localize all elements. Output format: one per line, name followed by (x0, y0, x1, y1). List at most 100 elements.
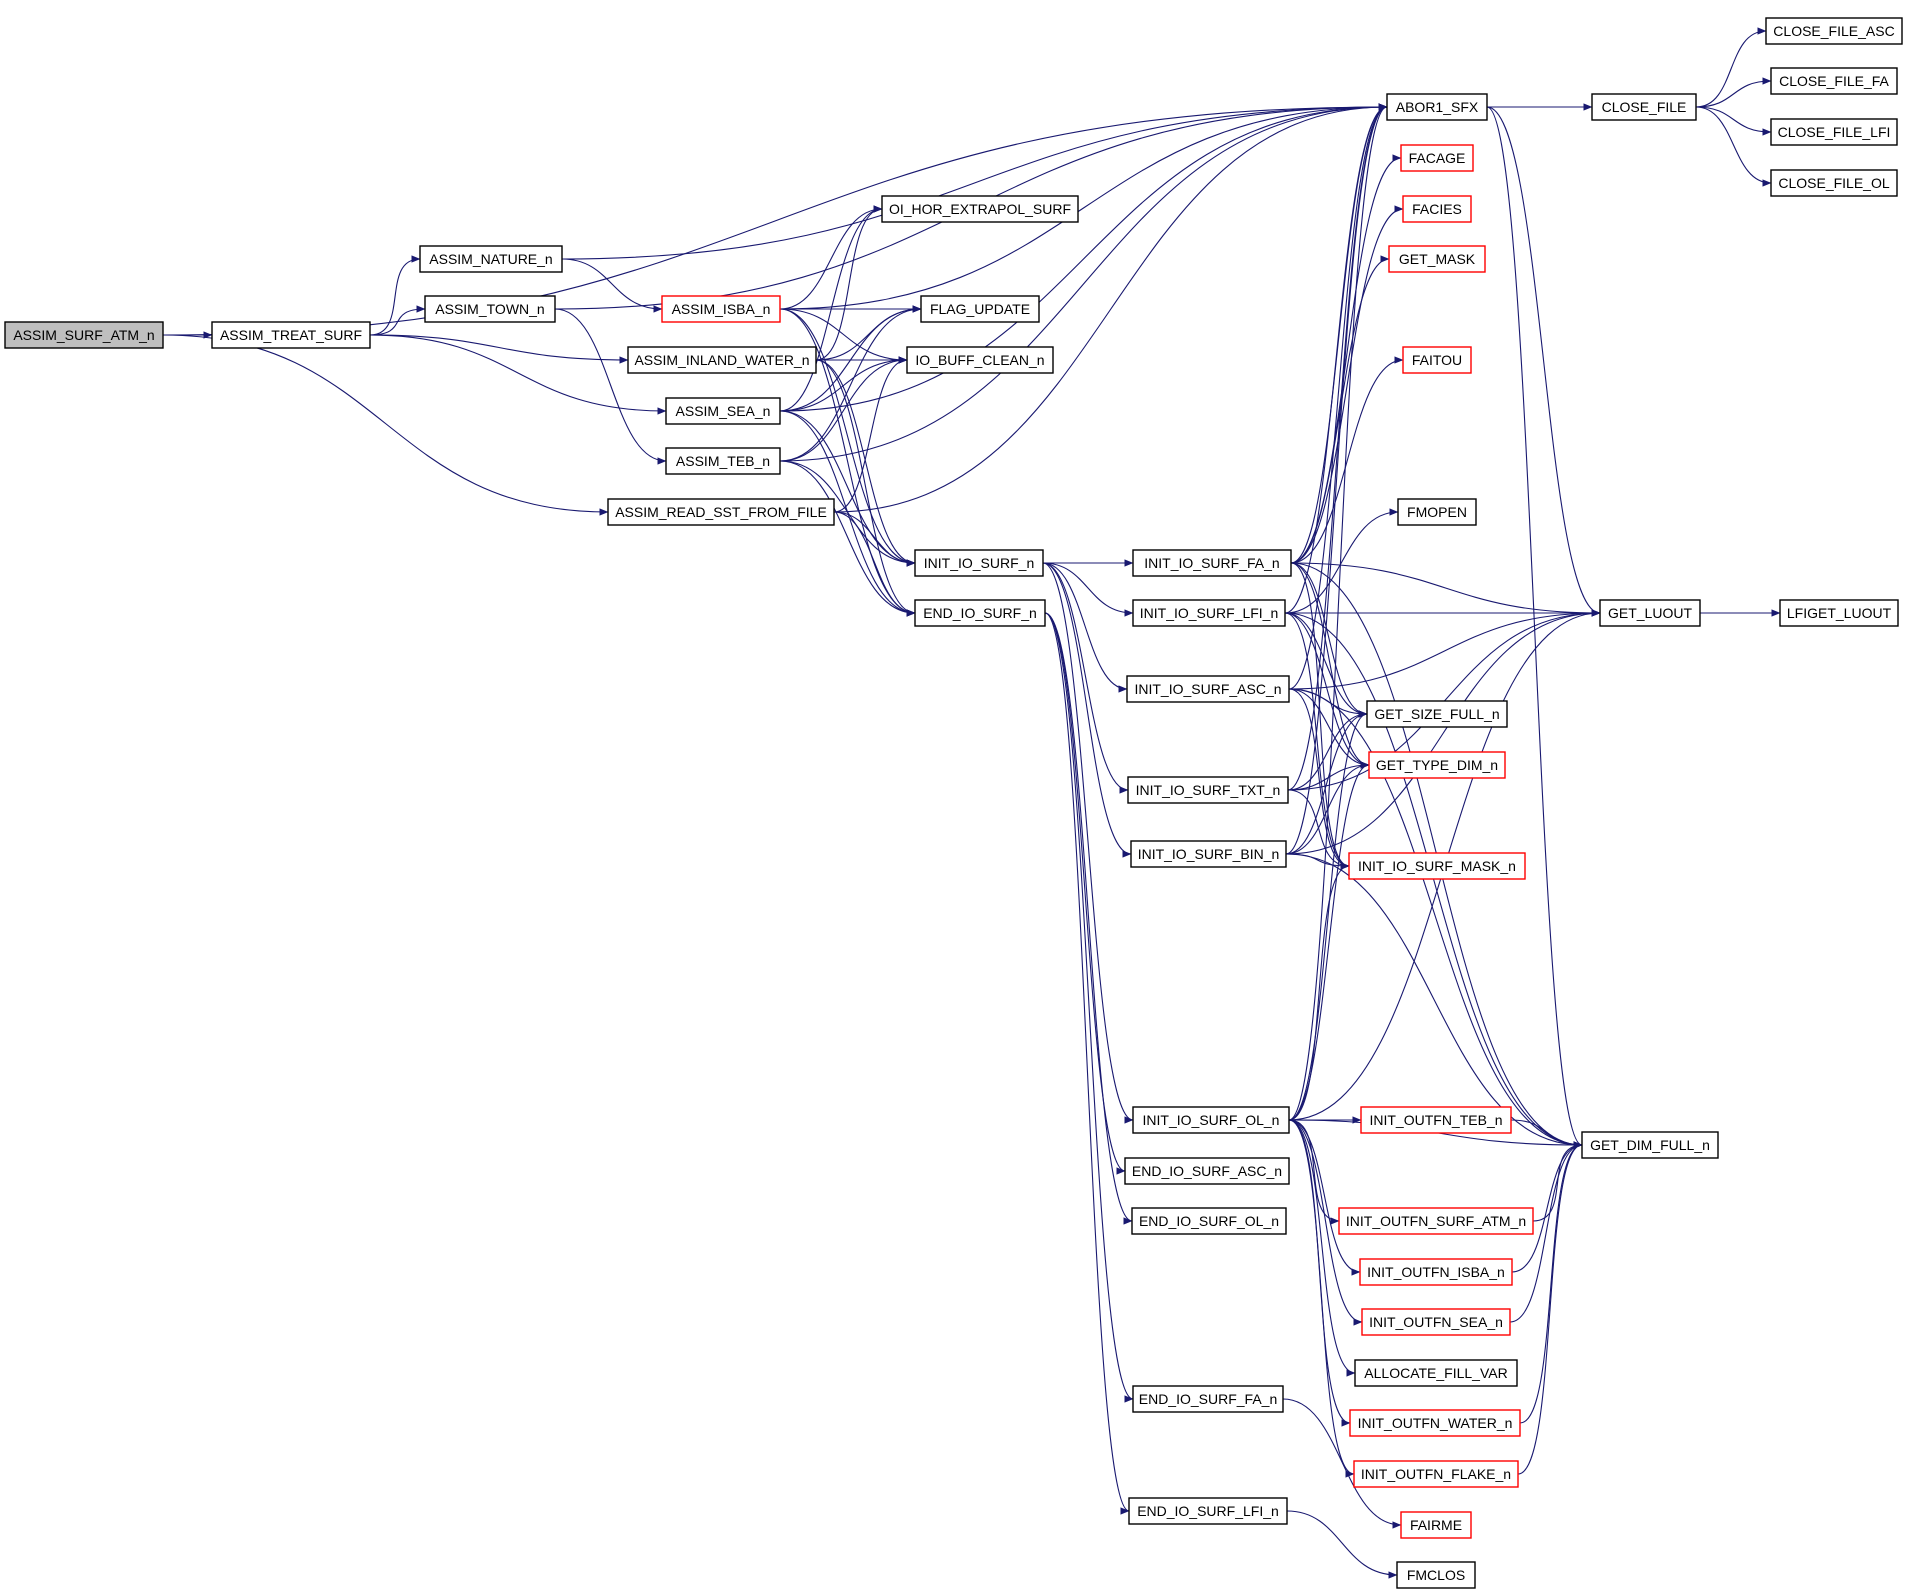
edge-assim-teb-to-abor1-sfx (779, 103, 1388, 462)
node-label: END_IO_SURF_n (923, 605, 1037, 621)
node-box (1361, 1308, 1511, 1336)
node-init-io-surf-ol[interactable]: INIT_IO_SURF_OL_n (1132, 1106, 1290, 1134)
node-box (1770, 67, 1898, 95)
node-get-luout[interactable]: GET_LUOUT (1599, 599, 1701, 627)
node-box (211, 321, 371, 349)
node-init-outfn-isba[interactable]: INIT_OUTFN_ISBA_n (1359, 1258, 1513, 1286)
node-label: ASSIM_TOWN_n (435, 301, 544, 317)
node-box (661, 295, 781, 323)
node-end-io-surf-lfi[interactable]: END_IO_SURF_LFI_n (1128, 1497, 1288, 1525)
node-assim-sea[interactable]: ASSIM_SEA_n (665, 397, 781, 425)
node-close-file-lfi[interactable]: CLOSE_FILE_LFI (1770, 118, 1898, 146)
node-close-file-ol[interactable]: CLOSE_FILE_OL (1770, 169, 1898, 197)
node-init-io-surf-asc[interactable]: INIT_IO_SURF_ASC_n (1126, 675, 1290, 703)
edge-init-io-surf-ol-to-init-outfn-surf-atm (1288, 1119, 1340, 1225)
edge-assim-inland-water-to-end-io-surf (815, 359, 916, 617)
node-faitou[interactable]: FAITOU (1402, 346, 1472, 374)
node-end-io-surf-fa[interactable]: END_IO_SURF_FA_n (1132, 1385, 1284, 1413)
node-facies[interactable]: FACIES (1402, 195, 1472, 223)
node-get-dim-full[interactable]: GET_DIM_FULL_n (1581, 1131, 1719, 1159)
edge-init-io-surf-bin-to-abor1-sfx (1285, 103, 1388, 855)
node-label: ASSIM_TEB_n (676, 453, 770, 469)
node-label: FAIRME (1410, 1517, 1462, 1533)
node-box (1770, 169, 1898, 197)
edge-assim-inland-water-to-flag-update (815, 305, 922, 361)
node-assim-inland-water[interactable]: ASSIM_INLAND_WATER_n (627, 346, 817, 374)
node-get-size-full[interactable]: GET_SIZE_FULL_n (1366, 700, 1508, 728)
edge-init-io-surf-txt-to-abor1-sfx (1287, 103, 1388, 791)
edge-init-outfn-surf-atm-to-get-dim-full (1532, 1141, 1583, 1222)
node-init-outfn-flake[interactable]: INIT_OUTFN_FLAKE_n (1353, 1460, 1519, 1488)
edge-init-outfn-teb-to-get-dim-full (1510, 1119, 1583, 1149)
edge-init-io-surf-lfi-to-init-io-surf-mask (1284, 612, 1350, 870)
node-get-type-dim[interactable]: GET_TYPE_DIM_n (1368, 751, 1506, 779)
edge-close-file-to-close-file-lfi (1695, 106, 1772, 136)
node-label: CLOSE_FILE_FA (1779, 73, 1889, 89)
node-box (1126, 675, 1290, 703)
node-init-io-surf[interactable]: INIT_IO_SURF_n (914, 549, 1044, 577)
node-assim-read-sst[interactable]: ASSIM_READ_SST_FROM_FILE (607, 498, 835, 526)
node-init-io-surf-txt[interactable]: INIT_IO_SURF_TXT_n (1127, 776, 1289, 804)
node-init-outfn-sea[interactable]: INIT_OUTFN_SEA_n (1361, 1308, 1511, 1336)
node-init-outfn-surf-atm[interactable]: INIT_OUTFN_SURF_ATM_n (1338, 1207, 1534, 1235)
node-label: END_IO_SURF_LFI_n (1137, 1503, 1279, 1519)
node-box (1599, 599, 1701, 627)
edge-init-io-surf-bin-to-get-size-full (1285, 710, 1368, 855)
edge-assim-teb-to-end-io-surf (779, 460, 916, 617)
node-label: IO_BUFF_CLEAN_n (915, 352, 1044, 368)
node-init-io-surf-fa[interactable]: INIT_IO_SURF_FA_n (1132, 549, 1292, 577)
node-close-file-asc[interactable]: CLOSE_FILE_ASC (1765, 17, 1903, 45)
node-get-mask[interactable]: GET_MASK (1388, 245, 1486, 273)
edge-assim-read-sst-to-abor1-sfx (833, 103, 1388, 513)
node-assim-teb[interactable]: ASSIM_TEB_n (665, 447, 781, 475)
node-fmopen[interactable]: FMOPEN (1397, 498, 1477, 526)
node-box (4, 321, 164, 349)
node-label: INIT_IO_SURF_n (924, 555, 1034, 571)
edge-assim-sea-to-flag-update (779, 305, 922, 412)
node-abor1-sfx[interactable]: ABOR1_SFX (1386, 93, 1488, 121)
node-label: LFIGET_LUOUT (1787, 605, 1892, 621)
node-init-io-surf-bin[interactable]: INIT_IO_SURF_BIN_n (1130, 840, 1287, 868)
edge-assim-sea-to-init-io-surf (779, 410, 916, 567)
node-assim-treat-surf[interactable]: ASSIM_TREAT_SURF (211, 321, 371, 349)
node-end-io-surf[interactable]: END_IO_SURF_n (914, 599, 1046, 627)
node-io-buff-clean[interactable]: IO_BUFF_CLEAN_n (906, 346, 1054, 374)
node-box (1132, 599, 1286, 627)
node-assim-surf-atm[interactable]: ASSIM_SURF_ATM_n (4, 321, 164, 349)
node-oi-hor[interactable]: OI_HOR_EXTRAPOL_SURF (881, 195, 1079, 223)
node-flag-update[interactable]: FLAG_UPDATE (920, 295, 1040, 323)
node-fairme[interactable]: FAIRME (1400, 1511, 1472, 1539)
edge-assim-teb-to-io-buff-clean (779, 356, 908, 462)
node-close-file[interactable]: CLOSE_FILE (1591, 93, 1697, 121)
node-init-outfn-teb[interactable]: INIT_OUTFN_TEB_n (1360, 1106, 1512, 1134)
node-label: CLOSE_FILE_LFI (1778, 124, 1891, 140)
edge-init-io-surf-to-init-io-surf-txt (1042, 562, 1129, 794)
edge-assim-isba-to-init-io-surf (779, 308, 916, 567)
node-assim-town[interactable]: ASSIM_TOWN_n (424, 295, 556, 323)
node-lfiget-luout[interactable]: LFIGET_LUOUT (1779, 599, 1899, 627)
node-init-io-surf-mask[interactable]: INIT_IO_SURF_MASK_n (1348, 852, 1526, 880)
node-box (1132, 1385, 1284, 1413)
node-box (1124, 1157, 1290, 1185)
node-facage[interactable]: FACAGE (1400, 144, 1474, 172)
node-init-io-surf-lfi[interactable]: INIT_IO_SURF_LFI_n (1132, 599, 1286, 627)
node-allocate-fill-var[interactable]: ALLOCATE_FILL_VAR (1354, 1359, 1518, 1387)
node-box (419, 245, 563, 273)
node-close-file-fa[interactable]: CLOSE_FILE_FA (1770, 67, 1898, 95)
node-assim-nature[interactable]: ASSIM_NATURE_n (419, 245, 563, 273)
node-label: GET_MASK (1399, 251, 1476, 267)
node-assim-isba[interactable]: ASSIM_ISBA_n (661, 295, 781, 323)
node-box (906, 346, 1054, 374)
node-box (1353, 1460, 1519, 1488)
edge-init-io-surf-bin-to-get-dim-full (1285, 853, 1583, 1149)
edge-close-file-to-close-file-fa (1695, 77, 1772, 108)
node-box (1397, 498, 1477, 526)
node-fmclos[interactable]: FMCLOS (1396, 1561, 1476, 1589)
node-label: FLAG_UPDATE (930, 301, 1030, 317)
node-end-io-surf-ol[interactable]: END_IO_SURF_OL_n (1131, 1207, 1287, 1235)
edge-assim-isba-to-abor1-sfx (779, 103, 1388, 310)
node-init-outfn-water[interactable]: INIT_OUTFN_WATER_n (1349, 1409, 1521, 1437)
node-end-io-surf-asc[interactable]: END_IO_SURF_ASC_n (1124, 1157, 1290, 1185)
node-label: FACIES (1412, 201, 1462, 217)
node-label: GET_DIM_FULL_n (1590, 1137, 1710, 1153)
